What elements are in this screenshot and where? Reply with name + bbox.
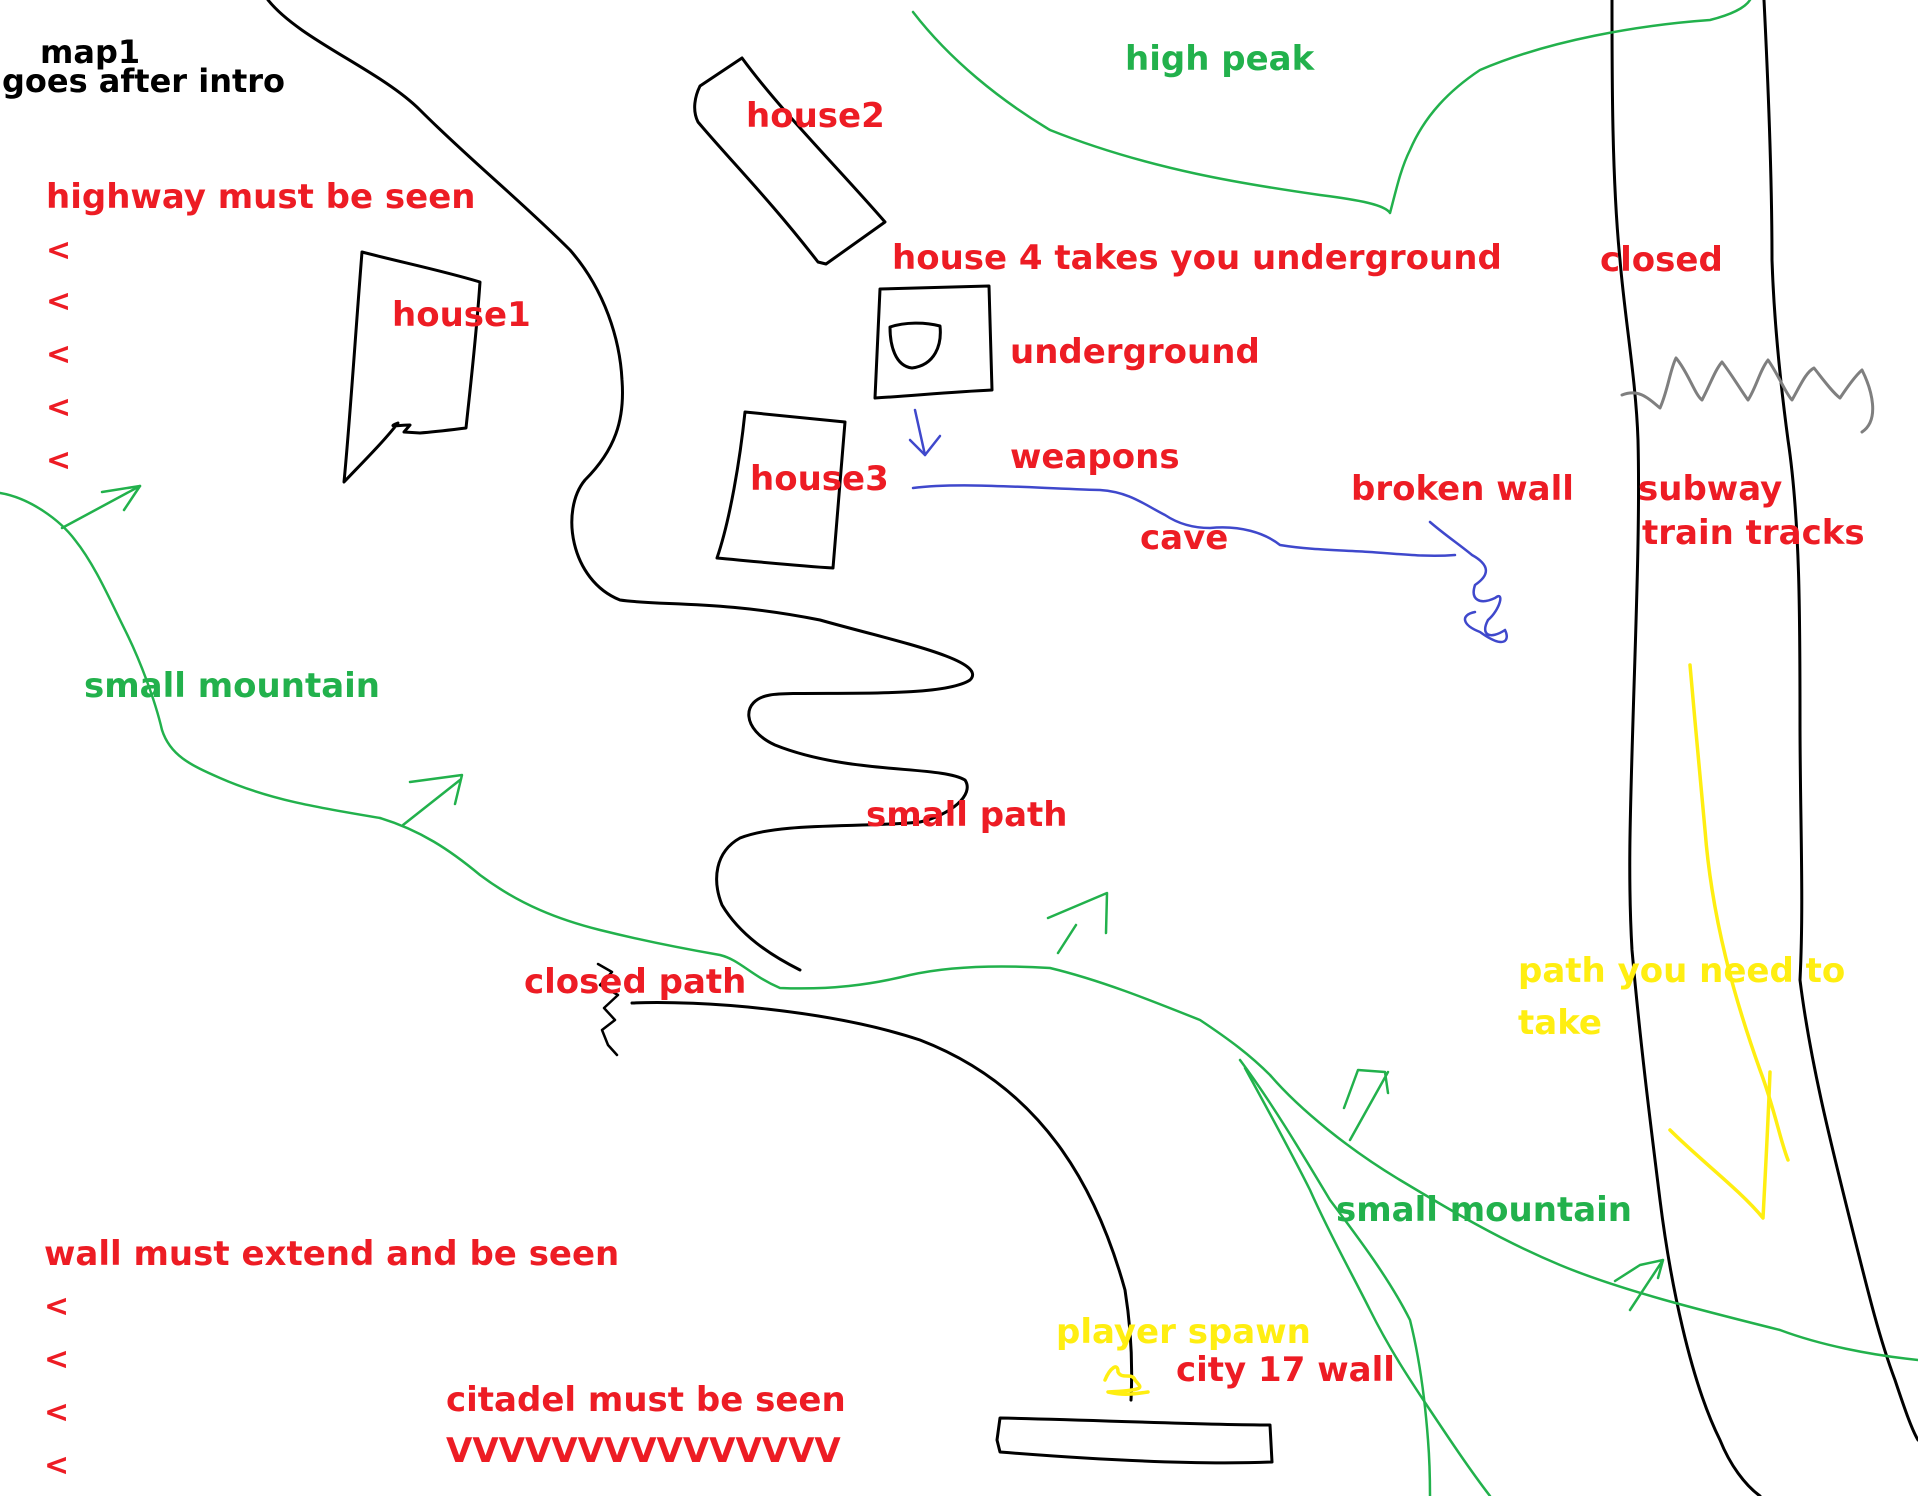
house4-outline (873, 284, 994, 400)
underground-hatch-icon (888, 321, 942, 370)
required-path-arrow (1688, 663, 1790, 1162)
train-track-right (1762, 0, 1918, 1442)
label-house4: house 4 takes you underground (892, 238, 1502, 278)
small-mountain-ridge-upper (0, 491, 1918, 1362)
label-player-spawn: player spawn (1056, 1312, 1311, 1352)
broken-wall-squiggle (1428, 520, 1508, 644)
closed-path-squiggle (596, 962, 620, 1057)
label-house1: house1 (392, 295, 531, 335)
label-weapons: weapons (1010, 437, 1180, 477)
mountain-arrow-5 (1613, 1258, 1665, 1312)
label-citadel: citadel must be seen (446, 1380, 846, 1420)
mountain-arrow-2 (401, 773, 464, 827)
house1-outline (342, 250, 482, 484)
required-path-arrowhead (1668, 1070, 1772, 1220)
winding-road (266, 0, 974, 972)
highway-arrow-2: < (46, 284, 71, 319)
wall-arrows: < < < < (44, 1289, 69, 1483)
small-mountain-ridge-branch (1243, 1066, 1492, 1496)
label-small-mountain-1: small mountain (84, 666, 380, 706)
label-house2: house2 (746, 96, 885, 136)
wall-arrow-2: < (44, 1342, 69, 1377)
label-path-you-need-2: take (1518, 1003, 1602, 1043)
high-peak-ridge (911, 0, 1752, 215)
down-arrow-icon (908, 408, 942, 457)
label-city17-wall: city 17 wall (1176, 1350, 1395, 1390)
wall-arrow-1: < (44, 1289, 69, 1324)
highway-arrow-5: < (46, 443, 71, 478)
wall-arrow-3: < (44, 1395, 69, 1430)
label-high-peak: high peak (1125, 39, 1316, 79)
highway-arrow-4: < (46, 390, 71, 425)
underground-tunnel (911, 484, 1457, 558)
label-broken-wall: broken wall (1351, 469, 1574, 509)
mountain-arrow-4 (1342, 1068, 1390, 1142)
highway-arrow-3: < (46, 337, 71, 372)
label-subway: subway (1638, 469, 1782, 509)
label-path-you-need-1: path you need to (1518, 951, 1845, 991)
mountain-arrow-1 (60, 484, 142, 530)
label-wall-extend: wall must extend and be seen (44, 1234, 619, 1274)
label-train-tracks: train tracks (1642, 513, 1865, 553)
highway-arrow-1: < (46, 233, 71, 268)
label-highway: highway must be seen (46, 177, 475, 217)
map-title: map1 (40, 33, 140, 71)
label-small-mountain-2: small mountain (1336, 1190, 1632, 1230)
label-closed-path: closed path (524, 962, 746, 1002)
house3-outline (715, 410, 847, 570)
label-closed: closed (1600, 240, 1723, 280)
map-subtitle: goes after intro (2, 62, 285, 100)
house2-outline (693, 56, 887, 266)
label-house3: house3 (750, 459, 889, 499)
wall-arrow-4: < (44, 1448, 69, 1483)
player-spawn-marker (1103, 1365, 1150, 1396)
closed-fence (1620, 356, 1875, 434)
label-cave: cave (1140, 518, 1228, 558)
label-small-path: small path (866, 795, 1068, 835)
train-track-left (1610, 0, 1762, 1496)
label-underground: underground (1010, 332, 1260, 372)
small-mountain-ridge-lower (1238, 1058, 1432, 1496)
label-citadel-marks: VVVVVVVVVVVVVVV (446, 1431, 841, 1471)
lower-road (630, 1000, 1134, 1402)
mountain-arrow-3 (1046, 891, 1109, 955)
highway-arrows: < < < < < (46, 233, 71, 478)
city17-wall-outline (995, 1416, 1274, 1465)
